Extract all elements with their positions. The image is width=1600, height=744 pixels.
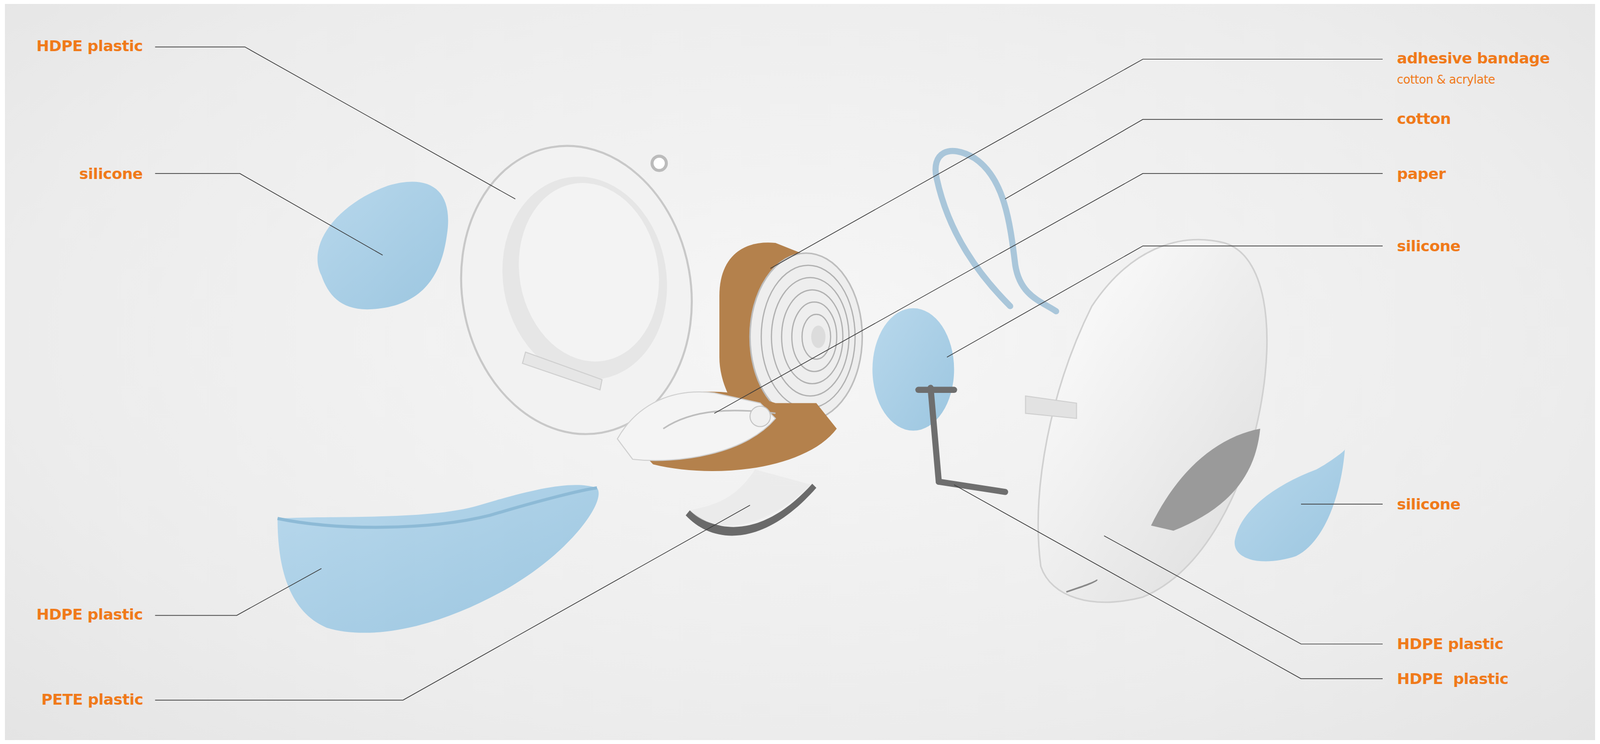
material-label: HDPE plastic bbox=[36, 37, 143, 55]
material-label: silicone bbox=[1396, 495, 1461, 513]
material-label: paper bbox=[1396, 165, 1446, 182]
material-label: HDPE plastic bbox=[1396, 635, 1504, 652]
material-label: silicone bbox=[79, 165, 143, 182]
material-label: adhesive bandage bbox=[1396, 49, 1550, 67]
material-label: HDPE plastic bbox=[1396, 670, 1509, 687]
material-label: HDPE plastic bbox=[36, 605, 143, 623]
material-label: cotton & acrylate bbox=[1396, 73, 1496, 87]
material-label: cotton bbox=[1396, 110, 1452, 127]
material-label: PETE plastic bbox=[41, 690, 144, 708]
material-label: silicone bbox=[1396, 237, 1461, 255]
